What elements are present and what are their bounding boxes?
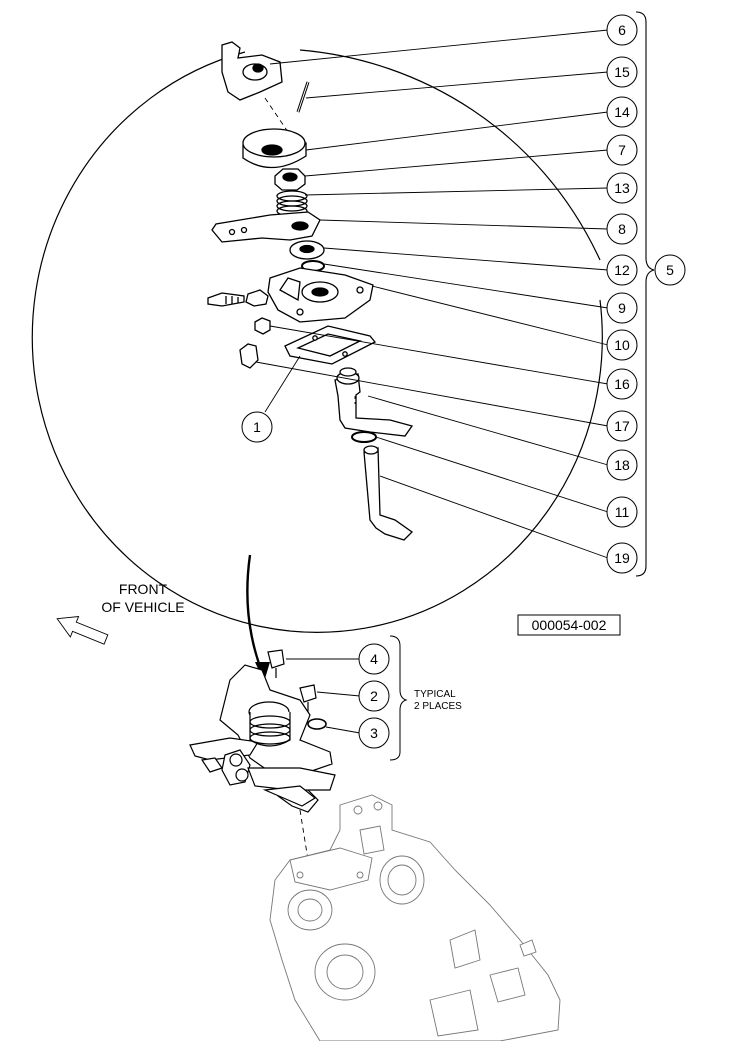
assembled-leaders xyxy=(286,658,361,861)
detail-arrow xyxy=(246,554,264,673)
typical-line2: 2 PLACES xyxy=(414,701,462,712)
front-label-line2: OF VEHICLE xyxy=(101,599,184,615)
part-lever-arm xyxy=(211,211,321,243)
svg-text:9: 9 xyxy=(618,300,626,316)
callout-4: 4 xyxy=(358,643,390,675)
callout-11: 11 xyxy=(606,496,638,528)
part-shift-shaft xyxy=(334,373,414,437)
leader-lines xyxy=(255,29,609,559)
callout-15: 15 xyxy=(606,56,638,88)
callout-2: 2 xyxy=(358,680,390,712)
svg-text:4: 4 xyxy=(370,651,378,667)
callout-7: 7 xyxy=(606,134,638,166)
callout-13: 13 xyxy=(606,172,638,204)
callout-8: 8 xyxy=(606,213,638,245)
svg-text:16: 16 xyxy=(614,376,630,392)
svg-text:3: 3 xyxy=(370,725,378,741)
svg-text:19: 19 xyxy=(614,550,630,566)
part-lower-shaft xyxy=(363,447,414,541)
front-arrow-icon xyxy=(56,616,109,645)
drawing-number: 000054-002 xyxy=(532,617,607,633)
callout-1: 1 xyxy=(241,411,273,443)
svg-text:15: 15 xyxy=(614,64,630,80)
svg-text:6: 6 xyxy=(618,22,626,38)
svg-text:5: 5 xyxy=(666,262,674,278)
drawing-number-box xyxy=(517,614,621,636)
callout-19: 19 xyxy=(606,542,638,574)
typical-brace xyxy=(389,635,408,761)
callout-17: 17 xyxy=(606,410,638,442)
svg-text:1: 1 xyxy=(253,419,261,435)
assembled-shifter xyxy=(189,649,336,813)
part-o-ring-bottom xyxy=(351,431,377,443)
callout-5: 5 xyxy=(654,254,686,286)
exploded-parts xyxy=(207,41,414,541)
group-brace xyxy=(635,11,655,577)
callout-10: 10 xyxy=(606,329,638,361)
callout-16: 16 xyxy=(606,368,638,400)
callout-3: 3 xyxy=(358,717,390,749)
svg-text:12: 12 xyxy=(614,262,630,278)
callout-6: 6 xyxy=(606,14,638,46)
typical-line1: TYPICAL xyxy=(414,689,456,700)
callout-18: 18 xyxy=(606,449,638,481)
svg-text:8: 8 xyxy=(618,221,626,237)
svg-text:14: 14 xyxy=(614,104,630,120)
callout-9: 9 xyxy=(606,292,638,324)
svg-text:11: 11 xyxy=(615,504,630,520)
svg-text:17: 17 xyxy=(614,418,630,434)
callout-14: 14 xyxy=(606,96,638,128)
detail-circle xyxy=(31,51,603,633)
front-label-line1: FRONT xyxy=(119,581,168,597)
part-spring xyxy=(276,190,308,217)
svg-text:13: 13 xyxy=(614,180,630,196)
transaxle-housing xyxy=(269,794,561,1041)
svg-text:18: 18 xyxy=(614,457,630,473)
part-small-nut xyxy=(254,317,271,335)
callout-12: 12 xyxy=(606,254,638,286)
svg-text:7: 7 xyxy=(618,142,626,158)
svg-text:10: 10 xyxy=(614,337,630,353)
svg-text:2: 2 xyxy=(370,688,378,704)
detail-circle-upper xyxy=(299,49,601,261)
part-bolt-17 xyxy=(239,343,259,369)
